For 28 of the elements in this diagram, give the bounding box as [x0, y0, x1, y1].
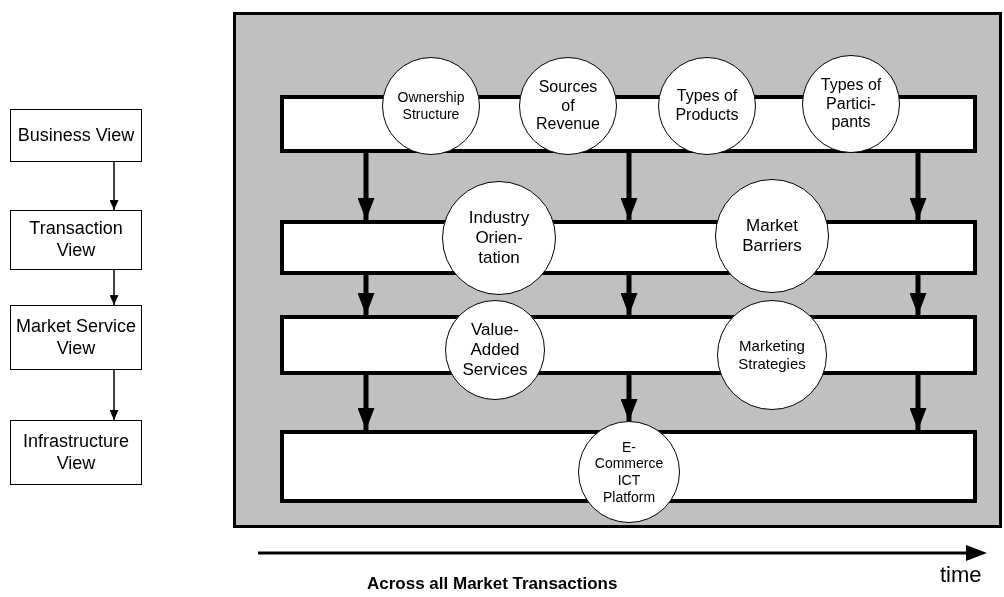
arrow — [909, 375, 927, 430]
arrow — [620, 375, 638, 421]
topic-circle: Industry Orien- tation — [442, 181, 556, 295]
arrow — [109, 161, 119, 211]
arrow — [109, 369, 119, 421]
topic-circle: Value- Added Services — [445, 300, 545, 400]
arrow — [909, 153, 927, 220]
topic-circle: E- Commerce ICT Platform — [578, 421, 680, 523]
topic-circle: Market Barriers — [715, 179, 829, 293]
topic-circle: Marketing Strategies — [717, 300, 827, 410]
view-box: Market Service View — [10, 305, 142, 370]
topic-circle: Types of Partici- pants — [802, 55, 900, 153]
view-box: Transaction View — [10, 210, 142, 270]
arrow — [357, 153, 375, 220]
topic-circle: Ownership Structure — [382, 57, 480, 155]
view-box: Infrastructure View — [10, 420, 142, 485]
arrow — [357, 375, 375, 430]
caption-text: Across all Market Transactions — [367, 574, 618, 594]
axis-label: time — [940, 562, 982, 588]
view-box: Business View — [10, 109, 142, 162]
arrow — [620, 153, 638, 220]
topic-circle: Types of Products — [658, 57, 756, 155]
arrow — [357, 275, 375, 315]
background-panel — [233, 12, 1002, 528]
topic-circle: Sources of Revenue — [519, 57, 617, 155]
arrow — [620, 275, 638, 315]
arrow — [109, 269, 119, 306]
arrow — [909, 275, 927, 315]
